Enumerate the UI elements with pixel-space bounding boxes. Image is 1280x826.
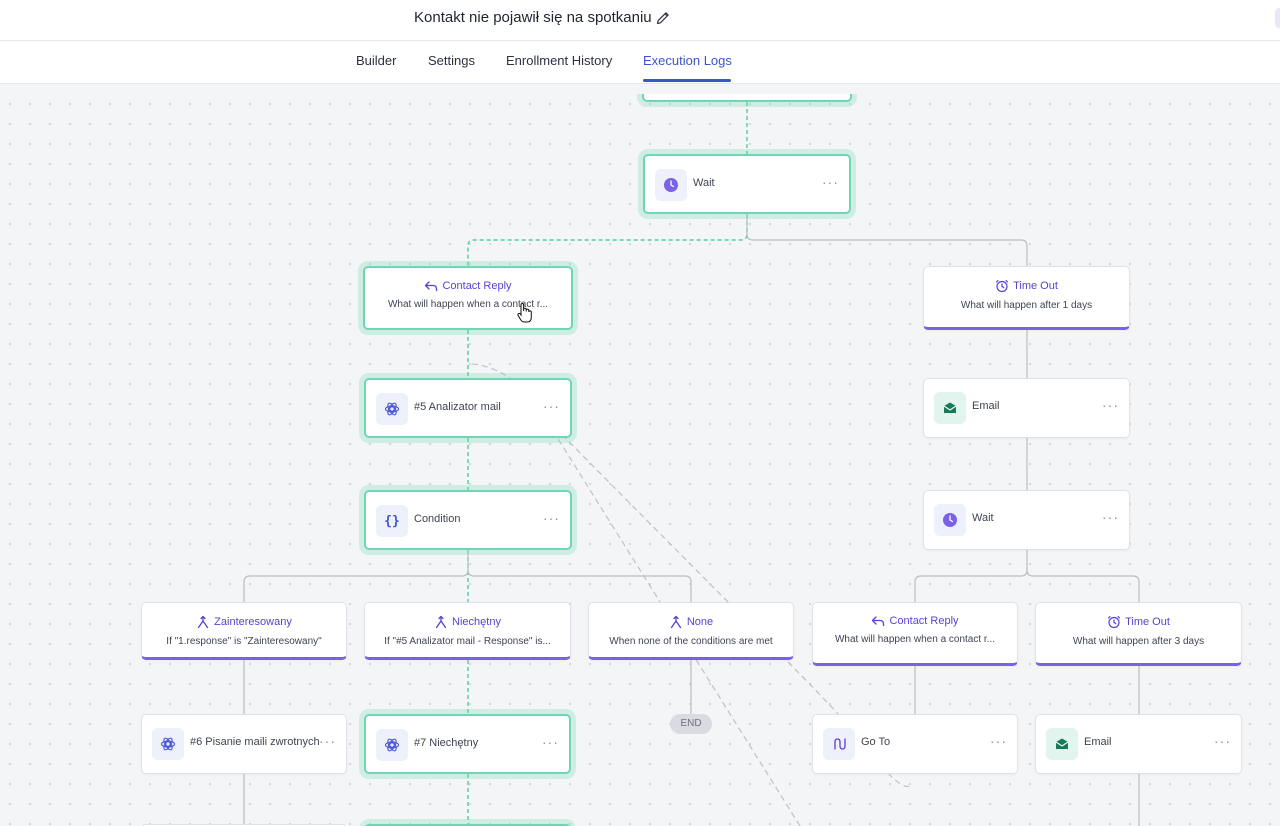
node-label: Wait bbox=[972, 512, 994, 524]
more-options-icon[interactable]: ··· bbox=[543, 510, 560, 526]
openai-icon bbox=[376, 729, 408, 761]
branch-title: Niechętny bbox=[452, 616, 501, 628]
branch-description: When none of the conditions are met bbox=[609, 636, 773, 647]
contact-reply-branch-right[interactable]: Contact Reply What will happen when a co… bbox=[812, 602, 1018, 666]
wait-node-top[interactable]: Wait ··· bbox=[643, 154, 851, 214]
end-marker: END bbox=[670, 714, 712, 734]
node-label: #7 Niechętny bbox=[414, 737, 479, 749]
tab-enrollment-history[interactable]: Enrollment History bbox=[506, 53, 613, 68]
branch-zainteresowany[interactable]: Zainteresowany If "1.response" is "Zaint… bbox=[141, 602, 347, 660]
more-options-icon[interactable]: ··· bbox=[990, 733, 1007, 749]
more-options-icon[interactable]: ··· bbox=[1214, 733, 1231, 749]
route-icon bbox=[823, 728, 855, 760]
time-out-branch-1-day[interactable]: Time Out What will happen after 1 days bbox=[923, 266, 1130, 330]
avatar[interactable] bbox=[1275, 8, 1280, 28]
branch-title: Contact Reply bbox=[442, 280, 512, 292]
time-out-branch-3-days[interactable]: Time Out What will happen after 3 days bbox=[1035, 602, 1242, 666]
branch-title: Contact Reply bbox=[889, 615, 959, 627]
pisanie-maili-node[interactable]: #6 Pisanie maili zwrotnych ··· bbox=[141, 714, 347, 774]
braces-icon: {} bbox=[376, 505, 408, 537]
pencil-icon[interactable] bbox=[655, 10, 671, 26]
more-options-icon[interactable]: ··· bbox=[319, 733, 336, 749]
hand-cursor-icon bbox=[517, 302, 532, 323]
connector-lines bbox=[243, 102, 1140, 826]
condition-node[interactable]: {} Condition ··· bbox=[364, 490, 572, 550]
tab-execution-logs[interactable]: Execution Logs bbox=[643, 53, 732, 68]
node-label: Email bbox=[972, 400, 1000, 412]
branch-description: If "1.response" is "Zainteresowany" bbox=[166, 636, 322, 647]
node-label: #6 Pisanie maili zwrotnych bbox=[190, 736, 320, 748]
branch-description: What will happen when a contact r... bbox=[834, 634, 996, 645]
node-label: Wait bbox=[693, 177, 715, 189]
active-tab-indicator bbox=[643, 79, 731, 82]
email-icon bbox=[934, 392, 966, 424]
tab-settings[interactable]: Settings bbox=[428, 53, 475, 68]
email-node-bottom[interactable]: Email ··· bbox=[1035, 714, 1242, 774]
branch-description: What will happen after 1 days bbox=[960, 300, 1093, 311]
next-node-active[interactable] bbox=[364, 824, 571, 826]
branch-icon bbox=[435, 615, 447, 629]
branch-niechetny[interactable]: Niechętny If "#5 Analizator mail - Respo… bbox=[364, 602, 571, 660]
more-options-icon[interactable]: ··· bbox=[542, 734, 559, 750]
workflow-title[interactable]: Kontakt nie pojawił się na spotkaniu bbox=[414, 9, 652, 26]
branch-description: What will happen when a contact r... bbox=[387, 299, 549, 310]
alarm-clock-icon bbox=[995, 279, 1009, 293]
alarm-clock-icon bbox=[1107, 615, 1121, 629]
reply-icon bbox=[872, 616, 885, 627]
reply-icon bbox=[425, 281, 438, 292]
goto-node[interactable]: Go To ··· bbox=[812, 714, 1018, 774]
openai-icon bbox=[152, 728, 184, 760]
email-node-right[interactable]: Email ··· bbox=[923, 378, 1130, 438]
niechetny-action-node[interactable]: #7 Niechętny ··· bbox=[364, 714, 571, 774]
branch-title: Zainteresowany bbox=[214, 616, 292, 628]
more-options-icon[interactable]: ··· bbox=[543, 398, 560, 414]
clock-icon bbox=[934, 504, 966, 536]
email-icon bbox=[1046, 728, 1078, 760]
more-options-icon[interactable]: ··· bbox=[1102, 509, 1119, 525]
workflow-canvas[interactable]: Wait ··· Contact Reply What will happen … bbox=[0, 94, 1280, 826]
analizator-mail-node[interactable]: #5 Analizator mail ··· bbox=[364, 378, 572, 438]
wait-node-right[interactable]: Wait ··· bbox=[923, 490, 1130, 550]
node-label: #5 Analizator mail bbox=[414, 401, 501, 413]
node-label: Go To bbox=[861, 736, 891, 748]
more-options-icon[interactable]: ··· bbox=[822, 174, 839, 190]
branch-title: None bbox=[686, 616, 714, 628]
tab-builder[interactable]: Builder bbox=[356, 53, 397, 68]
branch-description: If "#5 Analizator mail - Response" is... bbox=[384, 636, 551, 647]
previous-node[interactable] bbox=[642, 94, 852, 102]
contact-reply-branch-left[interactable]: Contact Reply What will happen when a co… bbox=[363, 266, 573, 330]
openai-icon bbox=[376, 393, 408, 425]
more-options-icon[interactable]: ··· bbox=[1102, 397, 1119, 413]
branch-title: Time Out bbox=[1125, 616, 1170, 628]
node-label: Email bbox=[1084, 736, 1112, 748]
branch-icon bbox=[670, 615, 681, 629]
branch-description: What will happen after 3 days bbox=[1072, 636, 1205, 647]
tab-bar: Builder Settings Enrollment History Exec… bbox=[0, 41, 1280, 84]
branch-none[interactable]: None When none of the conditions are met bbox=[588, 602, 794, 660]
node-label: Condition bbox=[414, 513, 461, 525]
branch-title: Time Out bbox=[1013, 280, 1058, 292]
top-bar: Kontakt nie pojawił się na spotkaniu bbox=[0, 0, 1280, 41]
branch-icon bbox=[198, 615, 209, 629]
clock-icon bbox=[655, 169, 687, 201]
